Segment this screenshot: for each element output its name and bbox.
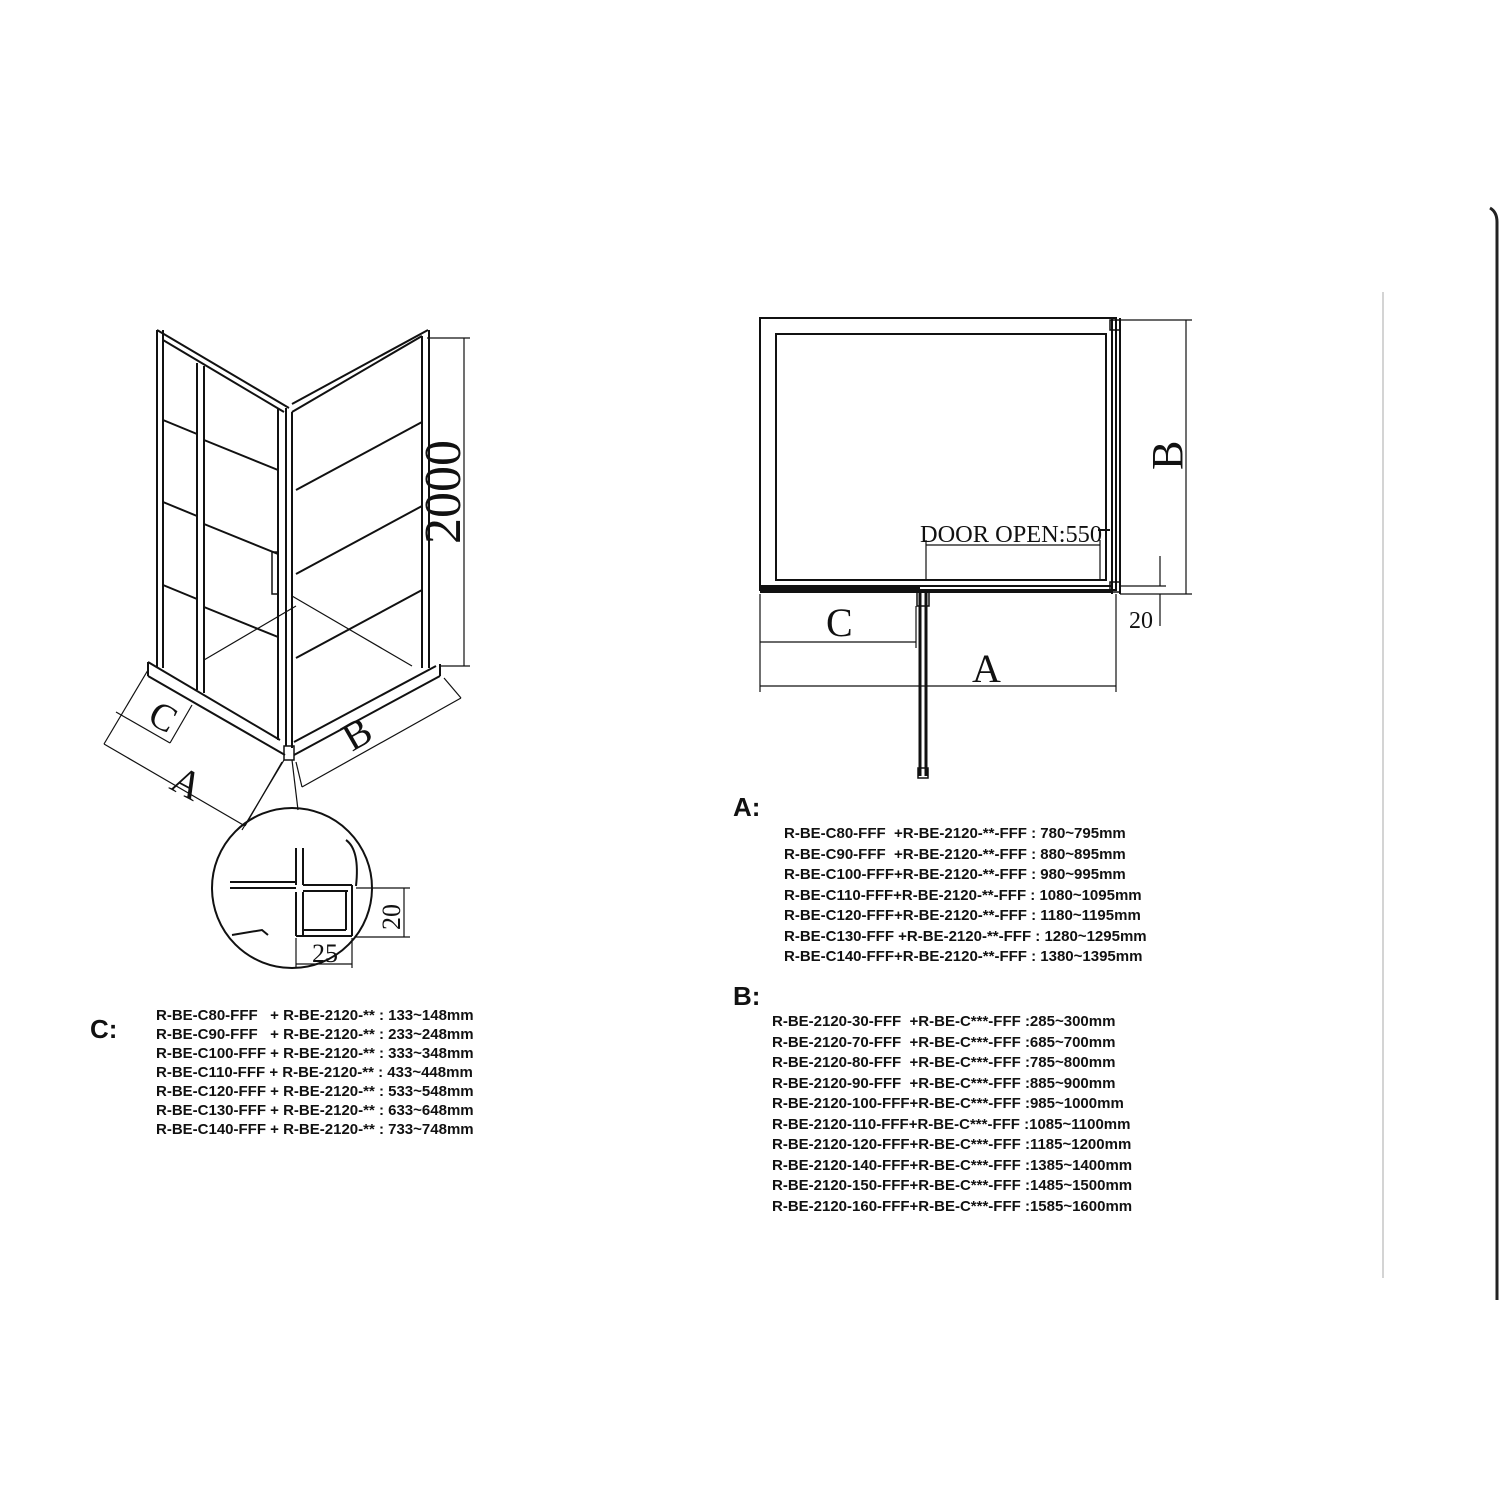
profile-height-label: 20 [377, 904, 406, 930]
spec-c-row: R-BE-C140-FFF + R-BE-2120-** : 733~748mm [156, 1121, 474, 1138]
spec-a-list: R-BE-C80-FFF +R-BE-2120-**-FFF : 780~795… [784, 824, 1147, 968]
spec-c-row: R-BE-C80-FFF + R-BE-2120-** : 133~148mm [156, 1007, 474, 1024]
spec-b-row: R-BE-2120-70-FFF +R-BE-C***-FFF :685~700… [772, 1033, 1116, 1051]
profile-detail [211, 807, 410, 969]
plan-dimension-b-label: B [1143, 441, 1192, 470]
spec-a-row: R-BE-C100-FFF+R-BE-2120-**-FFF : 980~995… [784, 866, 1126, 883]
spec-a-row: R-BE-C80-FFF +R-BE-2120-**-FFF : 780~795… [784, 825, 1126, 842]
spec-c-heading: C: [90, 1014, 118, 1044]
spec-b-row: R-BE-2120-30-FFF +R-BE-C***-FFF :285~300… [772, 1013, 1116, 1030]
spec-b-row: R-BE-2120-120-FFF+R-BE-C***-FFF :1185~12… [772, 1136, 1132, 1153]
spec-a-row: R-BE-C90-FFF +R-BE-2120-**-FFF : 880~895… [784, 845, 1126, 863]
spec-a-row: R-BE-C110-FFF+R-BE-2120-**-FFF : 1080~10… [784, 886, 1142, 904]
scan-edge-border [1489, 206, 1499, 1300]
spec-c-row: R-BE-C100-FFF + R-BE-2120-** : 333~348mm [156, 1045, 474, 1062]
spec-b-row: R-BE-2120-140-FFF+R-BE-C***-FFF :1385~14… [772, 1156, 1133, 1174]
isometric-enclosure [103, 329, 470, 831]
spec-b-row: R-BE-2120-150-FFF+R-BE-C***-FFF :1485~15… [772, 1177, 1133, 1194]
plan-view [759, 317, 1192, 779]
spec-a-heading: A: [733, 792, 761, 822]
iso-dimension-c-label: C [142, 693, 184, 742]
spec-c-row: R-BE-C120-FFF + R-BE-2120-** : 533~548mm [156, 1083, 474, 1100]
spec-b-row: R-BE-2120-160-FFF+R-BE-C***-FFF :1585~16… [772, 1197, 1133, 1215]
spec-b-row: R-BE-2120-90-FFF +R-BE-C***-FFF :885~900… [772, 1074, 1116, 1092]
plan-dimension-a-label: A [972, 646, 1001, 691]
plan-dimension-c-label: C [826, 600, 853, 645]
door-open-label: DOOR OPEN:550 [920, 522, 1102, 548]
spec-a-row: R-BE-C120-FFF+R-BE-2120-**-FFF : 1180~11… [784, 907, 1141, 924]
spec-b-row: R-BE-2120-80-FFF +R-BE-C***-FFF :785~800… [772, 1054, 1116, 1071]
plan-dimension-20-label: 20 [1129, 608, 1153, 634]
spec-c-row: R-BE-C110-FFF + R-BE-2120-** : 433~448mm [156, 1064, 473, 1081]
spec-c-row: R-BE-C130-FFF + R-BE-2120-** : 633~648mm [156, 1102, 474, 1119]
spec-a-row: R-BE-C130-FFF +R-BE-2120-**-FFF : 1280~1… [784, 927, 1147, 945]
iso-dimension-b-label: B [334, 707, 380, 759]
height-dimension-label: 2000 [415, 440, 472, 544]
profile-width-label: 25 [312, 939, 338, 968]
spec-b-row: R-BE-2120-110-FFF+R-BE-C***-FFF :1085~11… [772, 1115, 1131, 1133]
spec-b-heading: B: [733, 981, 761, 1011]
spec-c-row: R-BE-C90-FFF + R-BE-2120-** : 233~248mm [156, 1026, 474, 1043]
spec-b-list: R-BE-2120-30-FFF +R-BE-C***-FFF :285~300… [772, 1012, 1132, 1217]
spec-a-row: R-BE-C140-FFF+R-BE-2120-**-FFF : 1380~13… [784, 948, 1143, 965]
spec-b-row: R-BE-2120-100-FFF+R-BE-C***-FFF :985~100… [772, 1095, 1124, 1112]
